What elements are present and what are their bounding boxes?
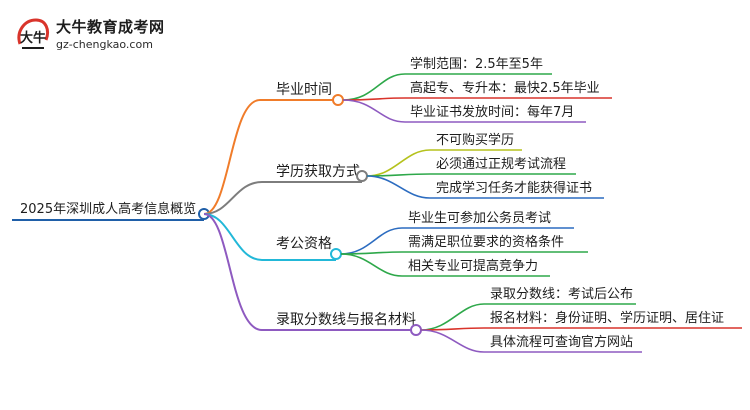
branch-node-icon[interactable]: [356, 170, 368, 182]
branch-degree-acquisition[interactable]: 学历获取方式 不可购买学历 必须通过正规考试流程 完成学习任务才能获得证书: [276, 132, 604, 199]
leaf-connector: [366, 173, 576, 177]
branch-label: 录取分数线与报名材料: [276, 312, 416, 328]
branch-connector: [203, 213, 416, 331]
leaf-label: 不可购买学历: [436, 132, 514, 148]
leaf-label: 报名材料：身份证明、学历证明、居住证: [490, 310, 724, 326]
leaf-connector: [366, 149, 522, 177]
leaf-label: 毕业生可参加公务员考试: [408, 210, 551, 226]
mindmap-root[interactable]: 2025年深圳成人高考信息概览: [12, 201, 210, 221]
leaf-connector: [340, 251, 588, 255]
branch-node-icon[interactable]: [410, 324, 422, 336]
leaf-label: 完成学习任务才能获得证书: [436, 180, 592, 196]
leaf-label: 高起专、专升本：最快2.5年毕业: [410, 80, 600, 96]
branch-graduation-time[interactable]: 毕业时间 学制范围：2.5年至5年 高起专、专升本：最快2.5年毕业 毕业证书发…: [276, 56, 612, 123]
branch-connector: [203, 99, 338, 215]
branch-connector: [203, 181, 362, 215]
leaf-connector: [420, 303, 636, 331]
logo-mark-icon: 大牛: [17, 18, 50, 49]
branch-label: 考公资格: [276, 236, 332, 252]
leaf-connector: [342, 99, 586, 123]
leaf-connector: [366, 175, 604, 199]
leaf-connector: [420, 327, 742, 331]
branch-civil-service[interactable]: 考公资格 毕业生可参加公务员考试 需满足职位要求的资格条件 相关专业可提高竞争力: [276, 210, 588, 277]
logo-mark-text: 大牛: [20, 30, 46, 46]
root-label: 2025年深圳成人高考信息概览: [20, 201, 196, 217]
leaf-label: 需满足职位要求的资格条件: [408, 234, 564, 250]
logo-title: 大牛教育成考网: [56, 18, 165, 36]
leaf-label: 具体流程可查询官方网站: [490, 334, 633, 350]
site-logo[interactable]: 大牛 大牛教育成考网 gz-chengkao.com: [14, 12, 184, 58]
leaf-label: 毕业证书发放时间：每年7月: [410, 104, 574, 120]
leaf-connector: [420, 329, 642, 353]
branch-node-icon[interactable]: [330, 248, 342, 260]
leaf-connector: [340, 253, 550, 277]
branch-connector: [203, 213, 336, 261]
leaf-label: 录取分数线：考试后公布: [490, 287, 633, 302]
branch-admission-materials[interactable]: 录取分数线与报名材料 录取分数线：考试后公布 报名材料：身份证明、学历证明、居住…: [276, 287, 742, 353]
logo-url[interactable]: gz-chengkao.com: [56, 38, 153, 51]
leaf-connector: [342, 97, 612, 101]
leaf-label: 必须通过正规考试流程: [436, 157, 566, 172]
branch-label: 毕业时间: [276, 82, 332, 98]
branch-label: 学历获取方式: [276, 164, 360, 180]
branch-node-icon[interactable]: [332, 94, 344, 106]
leaf-connector: [340, 227, 574, 255]
leaf-label: 相关专业可提高竞争力: [408, 258, 538, 274]
leaf-connector: [342, 73, 552, 101]
leaf-label: 学制范围：2.5年至5年: [410, 56, 543, 72]
